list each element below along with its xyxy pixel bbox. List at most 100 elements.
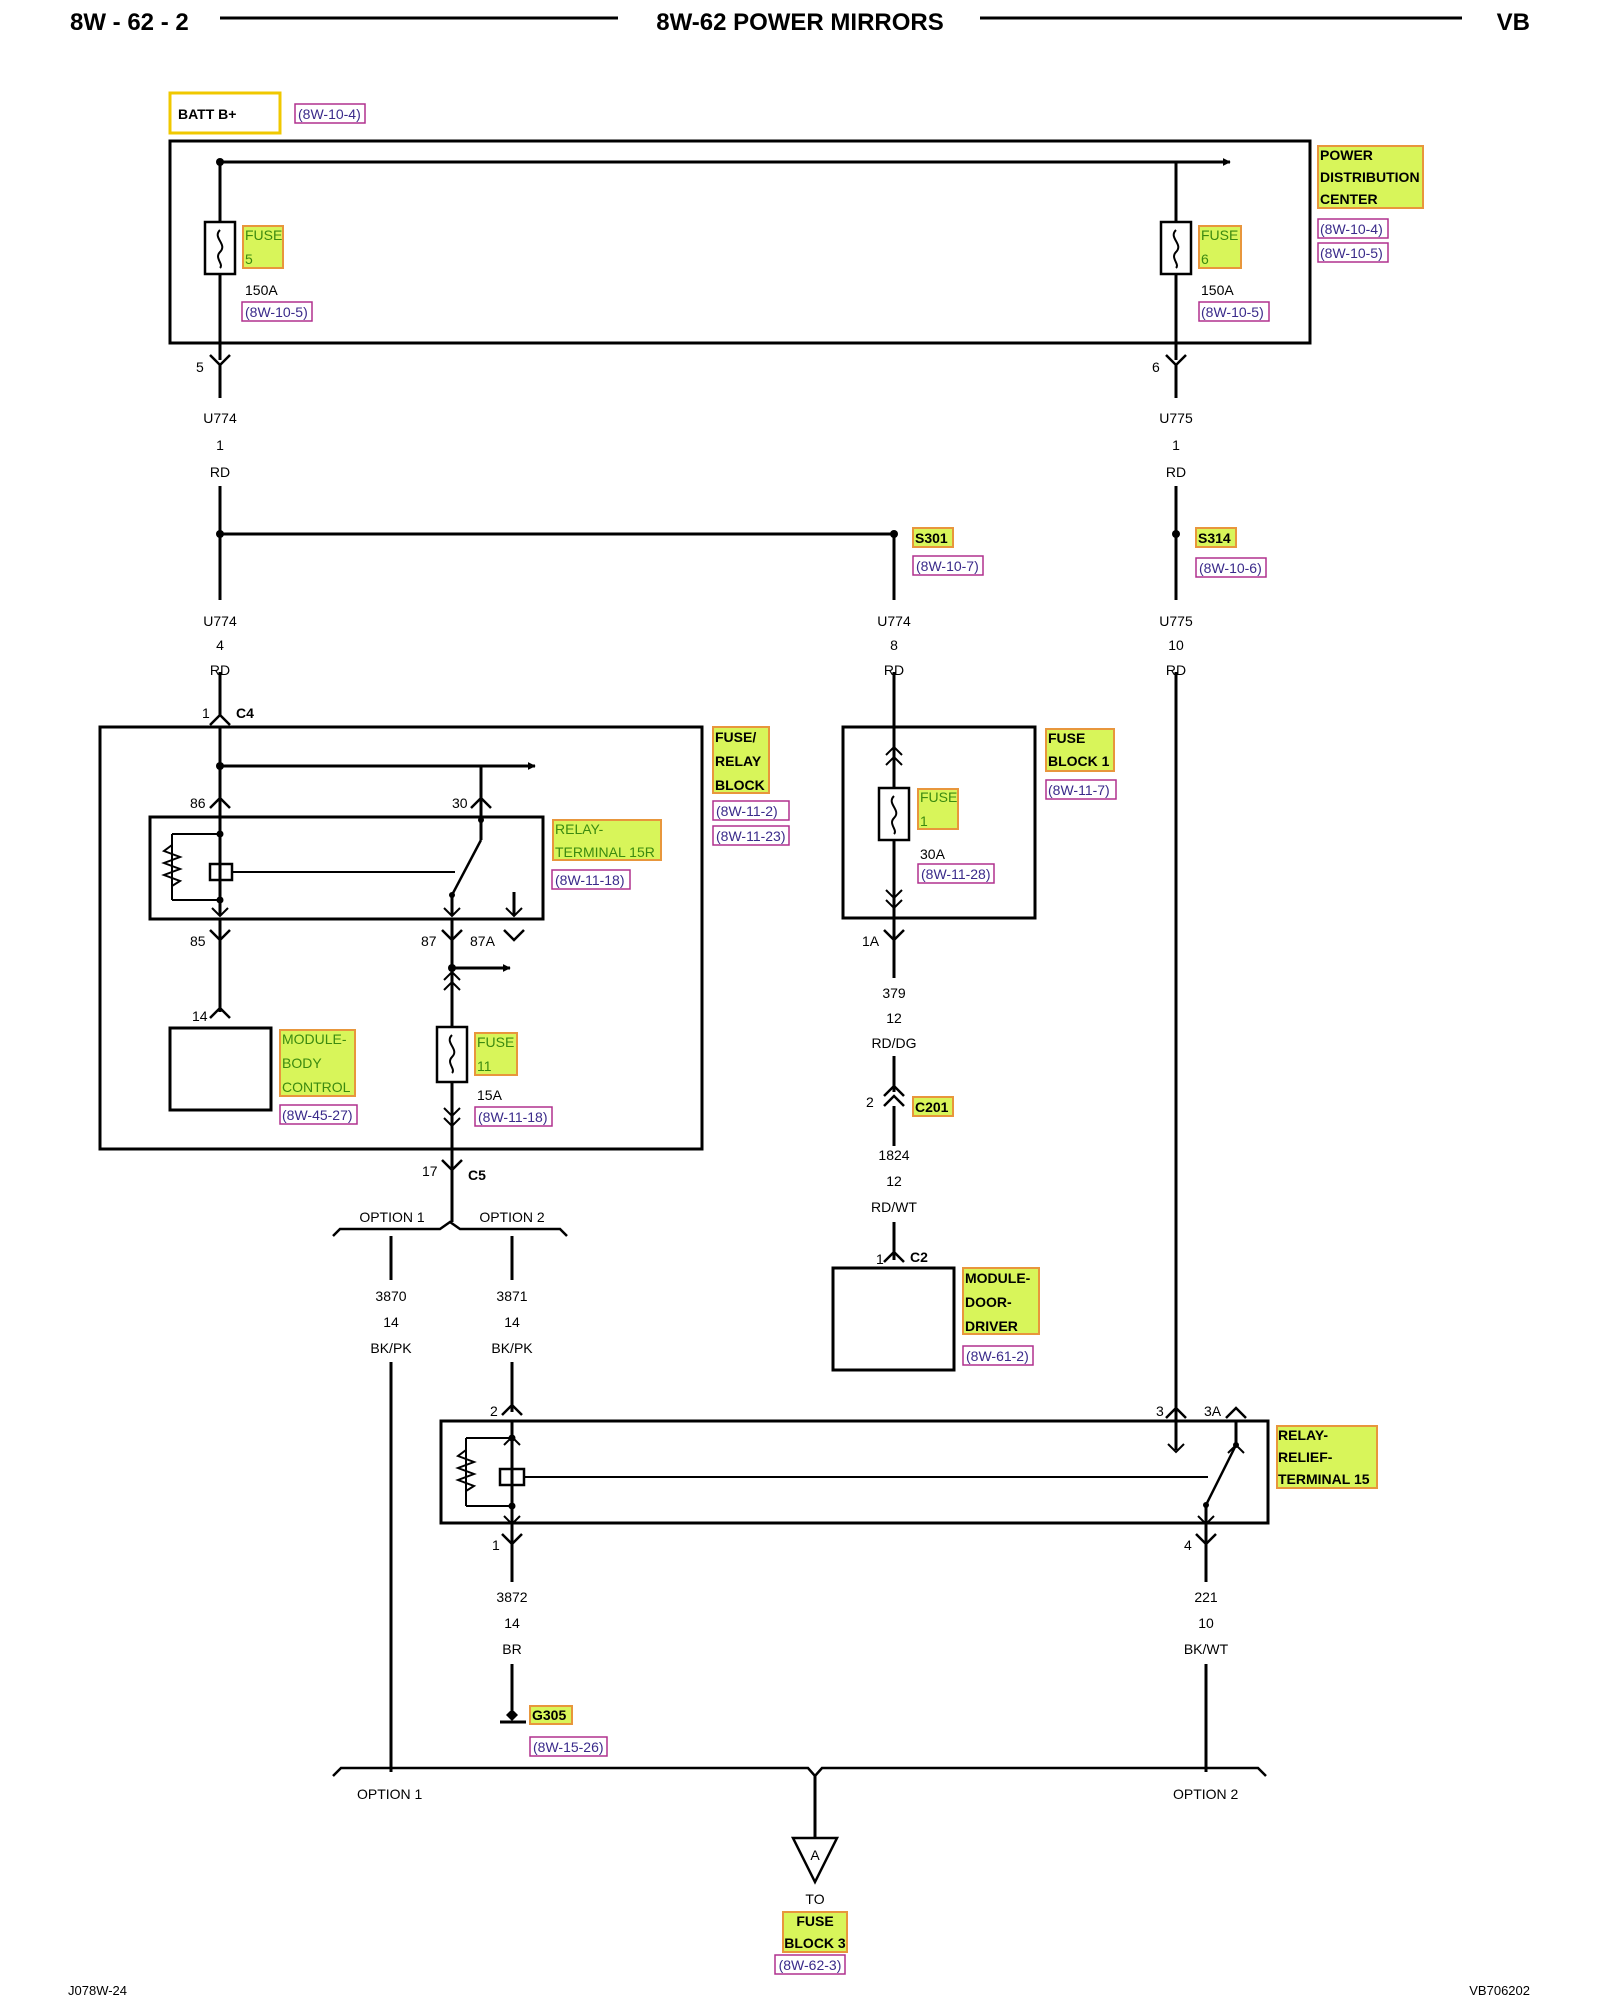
- bottom-option-bracket: [332, 1766, 1267, 1778]
- rrelay-title-line-3: TERMINAL 15: [1278, 1471, 1370, 1487]
- frb-title-line-2: RELAY: [715, 753, 762, 769]
- fb1-ref: (8W-11-7): [1048, 782, 1110, 798]
- rrelay-pin-4: 4: [1184, 1537, 1192, 1553]
- fb1-title-box: [1045, 728, 1115, 772]
- fuse-5-number: 5: [245, 251, 253, 267]
- wire-u775-b-circuit: U775: [1159, 613, 1193, 629]
- batt-label-box: [168, 91, 282, 135]
- frb-title-line-1: FUSE/: [715, 729, 756, 745]
- ddm-title-line-2: DOOR-: [965, 1294, 1012, 1310]
- dest-to-label: TO: [805, 1891, 824, 1907]
- bcm-ref: (8W-45-27): [282, 1107, 353, 1123]
- dest-title-line-1: FUSE: [796, 1913, 833, 1929]
- fuse-6-name: FUSE: [1201, 227, 1238, 243]
- rrelay-pin-3: 3: [1156, 1403, 1164, 1419]
- pin-1a-connector: [883, 929, 905, 942]
- fuse-5-name: FUSE: [245, 227, 282, 243]
- wire-u775-b-gauge: 10: [1168, 637, 1184, 653]
- pin-14-connector: [209, 1006, 231, 1019]
- pin-87: 87: [421, 933, 437, 949]
- wire-u775-a-gauge: 1: [1172, 437, 1180, 453]
- footer-left-code: J078W-24: [68, 1983, 127, 1998]
- splice-s314-ref: (8W-10-6): [1199, 560, 1262, 576]
- relay-15r-coil: [161, 844, 183, 887]
- wire-379-color: RD/DG: [871, 1035, 916, 1051]
- wire-u774-c-gauge: 8: [890, 637, 898, 653]
- fuse-6-ref: (8W-10-5): [1201, 304, 1264, 320]
- wire-1824-circuit: 1824: [878, 1147, 909, 1163]
- wire-3870-circuit: 3870: [375, 1288, 406, 1304]
- wire-1824-gauge: 12: [886, 1173, 902, 1189]
- dest-title-box: [782, 1911, 848, 1953]
- s301-splice-dot: [890, 530, 898, 538]
- pin-86: 86: [190, 795, 206, 811]
- rrelay-pin-3a: 3A: [1204, 1403, 1222, 1419]
- ddm-title-box: [962, 1267, 1040, 1335]
- wire-u774-a-gauge: 1: [216, 437, 224, 453]
- c4-connector: [209, 713, 231, 726]
- c201-pin: 2: [866, 1094, 874, 1110]
- fuse-1-number: 1: [920, 813, 928, 829]
- connector-a-triangle: [790, 1836, 840, 1885]
- fuse-relay-block-box: [98, 725, 704, 1151]
- fuse-6-number: 6: [1201, 251, 1209, 267]
- relay-15r-switch: [450, 839, 483, 896]
- c4-label: C4: [236, 705, 254, 721]
- c2-pin: 1: [876, 1251, 884, 1267]
- page-title: 8W-62 POWER MIRRORS: [656, 9, 944, 36]
- batt-label: BATT B+: [178, 106, 236, 122]
- wire-u774-a-color: RD: [210, 464, 230, 480]
- rrelay-pin-2-connector: [501, 1403, 523, 1416]
- pin-1a: 1A: [862, 933, 880, 949]
- wire-221-circuit: 221: [1194, 1589, 1218, 1605]
- bcm-title-line-3: CONTROL: [282, 1079, 351, 1095]
- wire-3870-color: BK/PK: [370, 1340, 412, 1356]
- wire-u774-b-circuit: U774: [203, 613, 237, 629]
- wire-379-gauge: 12: [886, 1010, 902, 1026]
- frb-title-line-3: BLOCK: [715, 777, 765, 793]
- wire-3872-color: BR: [502, 1641, 521, 1657]
- pdc-pin-5: 5: [196, 359, 204, 375]
- c5-pin: 17: [422, 1163, 438, 1179]
- pdc-bus-junction: [216, 158, 224, 166]
- c2-connector: [883, 1250, 905, 1263]
- wire-u774-b-gauge: 4: [216, 637, 224, 653]
- wire-379-circuit: 379: [882, 985, 906, 1001]
- fuse-1-ref: (8W-11-28): [921, 866, 991, 882]
- wire-u775-b-color: RD: [1166, 662, 1186, 678]
- upper-option-2-label: OPTION 2: [479, 1209, 545, 1225]
- rrelay-title-line-1: RELAY-: [1278, 1427, 1328, 1443]
- fuse-1-rating: 30A: [920, 846, 946, 862]
- wire-3872-circuit: 3872: [496, 1589, 527, 1605]
- ddm-title-line-3: DRIVER: [965, 1318, 1018, 1334]
- page-number: 8W - 62 - 2: [70, 9, 189, 36]
- pdc-title-line-1: POWER: [1320, 147, 1373, 163]
- option-split-bracket: [332, 1220, 568, 1237]
- fuse-1-name: FUSE: [920, 789, 957, 805]
- wire-221-color: BK/WT: [1184, 1641, 1229, 1657]
- c5-label: C5: [468, 1167, 486, 1183]
- lower-option-1-label: OPTION 1: [357, 1786, 423, 1802]
- bcm-title-line-1: MODULE-: [282, 1031, 347, 1047]
- pin-14: 14: [192, 1008, 208, 1024]
- wire-u775-a-circuit: U775: [1159, 410, 1193, 426]
- pdc-box: [168, 139, 1312, 345]
- wire-u774-c-color: RD: [884, 662, 904, 678]
- vehicle-code: VB: [1497, 9, 1530, 36]
- bcm-title-line-2: BODY: [282, 1055, 322, 1071]
- relay-15r-title-line-1: RELAY-: [555, 821, 604, 837]
- fuse-block-1-box: [841, 725, 1037, 920]
- ground-ref: (8W-15-26): [533, 1739, 604, 1755]
- rrelay-pin-4-connector: [1195, 1533, 1217, 1546]
- relay-15r-ref: (8W-11-18): [555, 872, 625, 888]
- wire-u774-b-color: RD: [210, 662, 230, 678]
- pdc-ref-1: (8W-10-4): [1320, 221, 1383, 237]
- frb-title-box: [712, 726, 770, 794]
- ddm-ref: (8W-61-2): [966, 1348, 1029, 1364]
- rrelay-pin-2: 2: [490, 1403, 498, 1419]
- fuse-11-number: 11: [477, 1058, 492, 1074]
- relief-relay-coil: [455, 1449, 477, 1492]
- pdc-ref-2: (8W-10-5): [1320, 245, 1383, 261]
- wire-3871-gauge: 14: [504, 1314, 520, 1330]
- rrelay-pin-1-connector: [501, 1533, 523, 1546]
